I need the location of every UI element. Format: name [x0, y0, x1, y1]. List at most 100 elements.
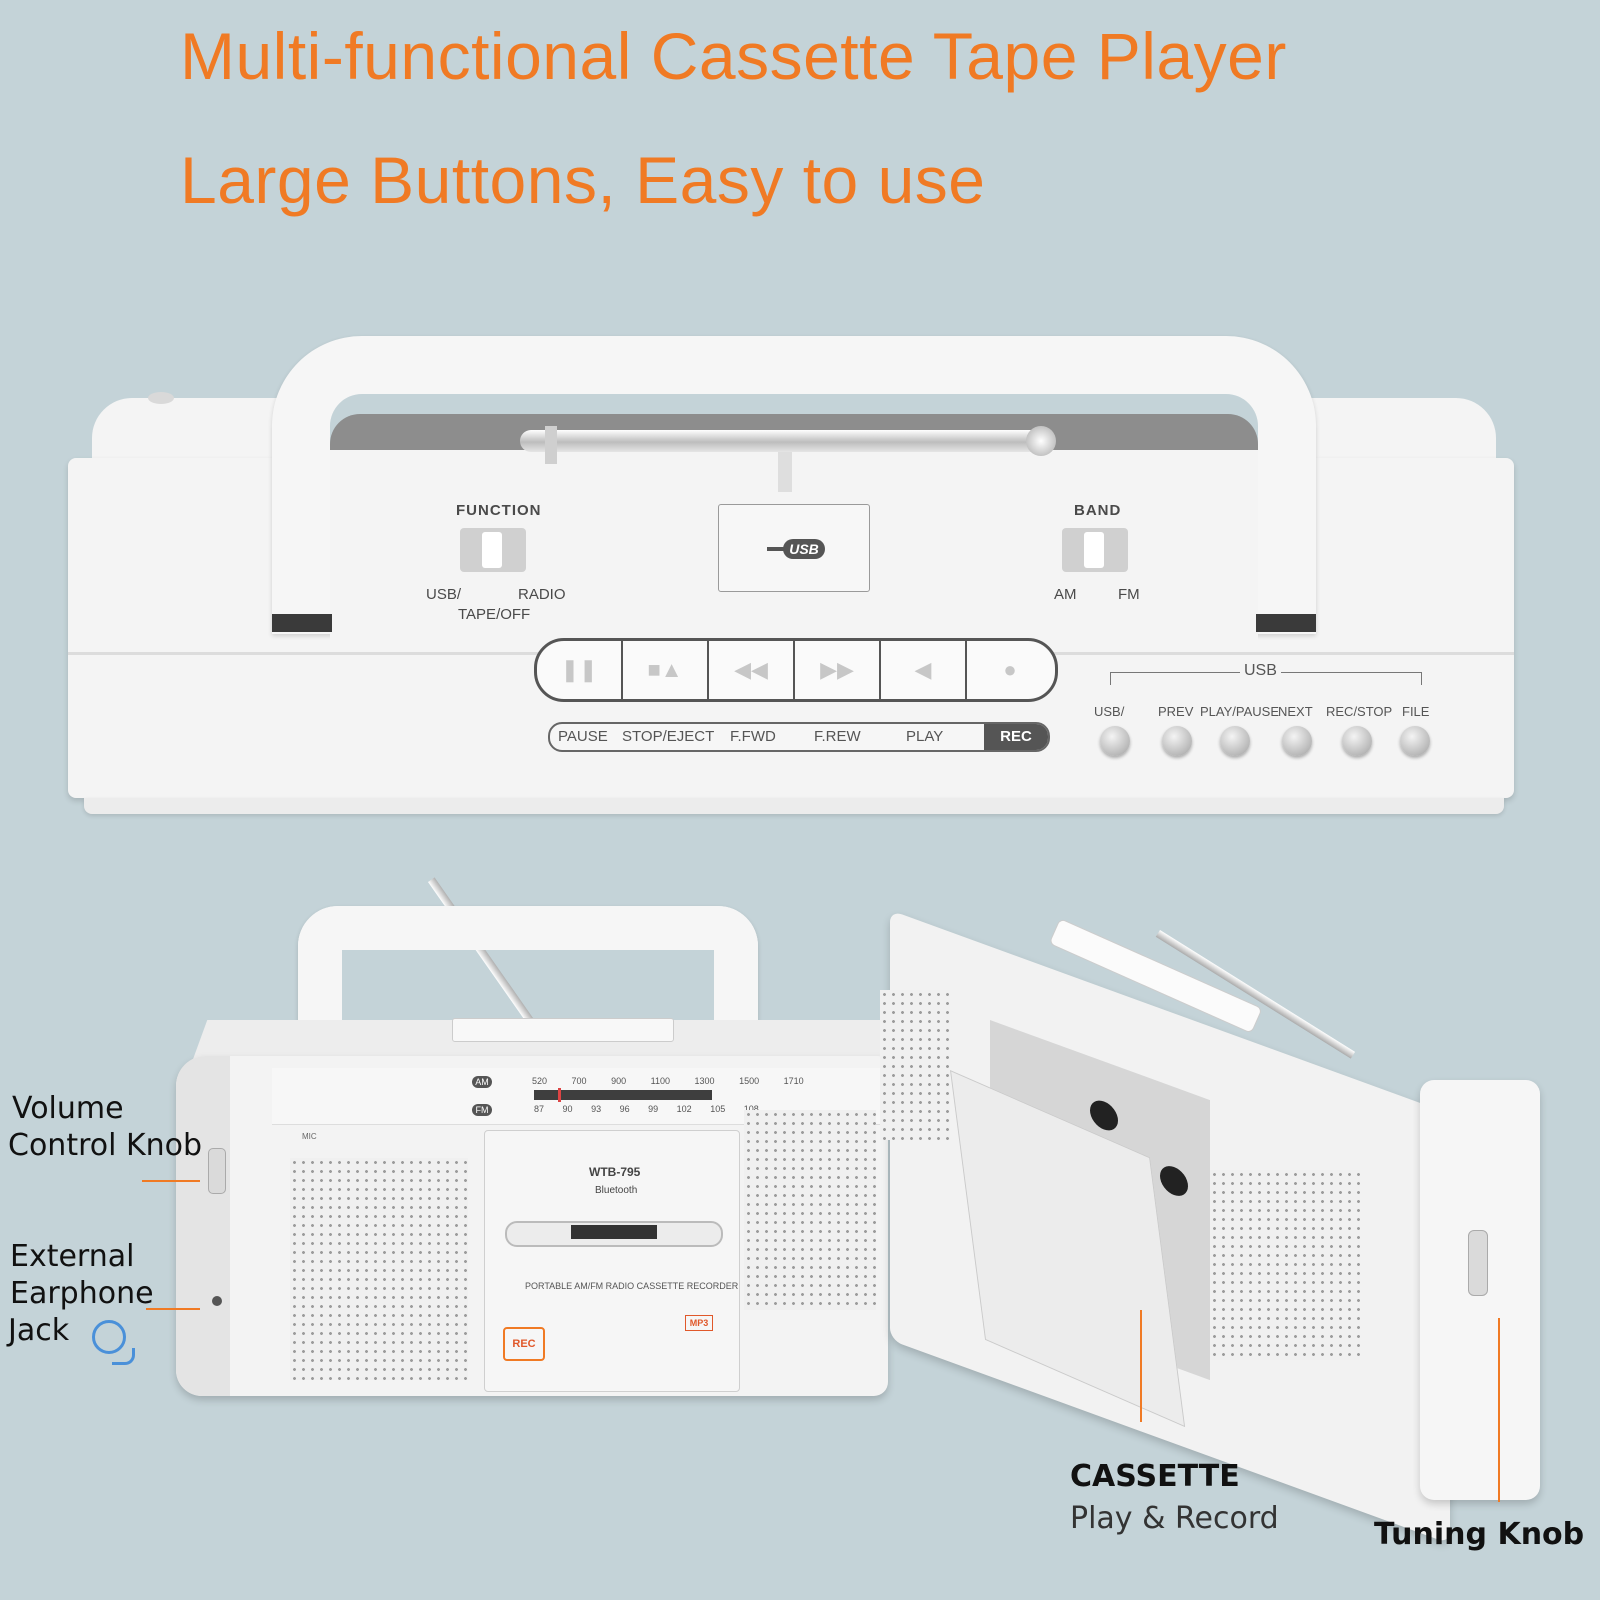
- angled-speaker-grille: [1210, 1170, 1360, 1360]
- rec-badge: REC: [503, 1327, 545, 1361]
- mic-label: MIC: [302, 1132, 317, 1141]
- label-pause: PAUSE: [558, 728, 608, 745]
- angled-left-grille: [880, 990, 950, 1140]
- carry-handle: [272, 336, 1316, 634]
- label-frew: F.REW: [814, 728, 861, 745]
- usb-label-next: NEXT: [1278, 704, 1313, 719]
- callout-tuning-leader: [1498, 1318, 1500, 1502]
- file-knob[interactable]: [1400, 726, 1430, 756]
- prev-knob[interactable]: [1162, 726, 1192, 756]
- front-top-buttons[interactable]: [452, 1018, 674, 1042]
- angled-view-device: [880, 870, 1600, 1544]
- callout-cassette-title: CASSETTE: [1070, 1459, 1240, 1494]
- usb-icon: USB: [783, 539, 825, 559]
- am-scale-2: 900: [611, 1076, 627, 1086]
- model-name: WTB-795: [589, 1165, 641, 1179]
- mp3-badge: MP3: [685, 1315, 713, 1331]
- label-stop-eject: STOP/EJECT: [622, 728, 715, 745]
- band-switch[interactable]: [1062, 528, 1128, 572]
- transport-buttons: ❚❚ ■▲ ◀◀ ▶▶ ◀ ●: [534, 638, 1058, 702]
- usb-bt-knob[interactable]: [1100, 726, 1130, 756]
- fm-badge: FM: [472, 1104, 492, 1116]
- antenna-mount: [778, 452, 792, 492]
- fm-scale-row: 87 90 93 96 99 102 105 108: [534, 1104, 759, 1114]
- cassette-reel-1: [1090, 1096, 1118, 1135]
- usb-label-prev: PREV: [1158, 704, 1194, 719]
- function-switch-slider[interactable]: [482, 532, 502, 568]
- callout-volume-line-2: Control Knob: [8, 1128, 203, 1163]
- callout-cassette-sub: Play & Record: [1070, 1501, 1279, 1536]
- left-speaker-grille: [290, 1158, 468, 1380]
- am-badge: AM: [472, 1076, 492, 1088]
- band-am-label: AM: [1054, 586, 1077, 603]
- usb-label-rec-stop: REC/STOP: [1326, 704, 1393, 719]
- function-switch[interactable]: [460, 528, 526, 572]
- usb-label-file: FILE: [1402, 704, 1430, 719]
- function-option-bottom: TAPE/OFF: [458, 606, 531, 623]
- am-scale-0: 520: [532, 1076, 548, 1086]
- top-view-device: FUNCTION USB/ RADIO TAPE/OFF USB BAND AM…: [0, 330, 1600, 830]
- fm-scale-3: 96: [619, 1104, 630, 1114]
- callout-cassette-leader: [1140, 1310, 1142, 1422]
- fm-scale-6: 105: [710, 1104, 726, 1114]
- fm-scale-5: 102: [676, 1104, 692, 1114]
- am-scale-4: 1300: [694, 1076, 715, 1086]
- earphone-jack[interactable]: [212, 1296, 222, 1306]
- callout-tuning: Tuning Knob: [1374, 1517, 1585, 1552]
- tuning-knob[interactable]: [1468, 1230, 1488, 1296]
- cassette-reel-2: [1160, 1161, 1188, 1201]
- volume-knob[interactable]: [208, 1148, 226, 1194]
- cassette-window-dark: [571, 1225, 657, 1239]
- rewind-button[interactable]: ▶▶: [795, 641, 881, 699]
- fast-forward-button[interactable]: ◀◀: [709, 641, 795, 699]
- callout-volume: Volume Control Knob: [8, 1090, 202, 1164]
- callout-earphone-leader: [146, 1308, 200, 1310]
- transport-label-bar: PAUSE STOP/EJECT F.FWD F.REW PLAY REC: [548, 722, 1050, 752]
- band-switch-slider[interactable]: [1084, 532, 1104, 568]
- label-ffwd: F.FWD: [730, 728, 776, 745]
- next-knob[interactable]: [1282, 726, 1312, 756]
- callout-volume-leader: [142, 1180, 200, 1182]
- am-scale-3: 1100: [650, 1076, 670, 1086]
- tuning-bar: [534, 1090, 712, 1100]
- function-label: FUNCTION: [456, 502, 542, 519]
- record-button[interactable]: ●: [1003, 657, 1017, 682]
- handle-foot-right: [1256, 614, 1316, 632]
- pause-button[interactable]: ❚❚: [537, 641, 623, 699]
- tuning-pointer: [558, 1088, 561, 1102]
- mic-hole: [148, 392, 174, 404]
- cassette-door[interactable]: WTB-795 Bluetooth PORTABLE AM/FM RADIO C…: [484, 1130, 740, 1392]
- play-button[interactable]: ◀: [881, 641, 967, 699]
- band-fm-label: FM: [1118, 586, 1140, 603]
- usb-label-usb-bt: USB/: [1094, 704, 1125, 719]
- antenna: [520, 430, 1054, 452]
- am-scale-6: 1710: [783, 1076, 804, 1086]
- cassette-window: [505, 1221, 723, 1247]
- usb-label-play-pause: PLAY/PAUSE: [1200, 704, 1279, 719]
- callout-earphone-line-3: Jack: [8, 1313, 70, 1348]
- label-rec: REC: [984, 724, 1048, 750]
- callout-earphone-line-2: Earphone: [10, 1276, 154, 1311]
- function-option-left: USB/: [426, 586, 462, 603]
- antenna-hinge: [545, 426, 557, 464]
- function-option-right: RADIO: [518, 586, 566, 603]
- rec-stop-knob[interactable]: [1342, 726, 1372, 756]
- am-scale-row: 520 700 900 1100 1300 1500 1710: [532, 1076, 804, 1086]
- headline-line-1: Multi-functional Cassette Tape Player: [180, 19, 1287, 93]
- usb-icon-stem: [767, 547, 785, 551]
- usb-port-cover[interactable]: USB: [718, 504, 870, 592]
- callout-earphone: External Earphone Jack: [8, 1238, 154, 1349]
- fm-scale-7: 108: [743, 1104, 759, 1114]
- callout-volume-line-1: Volume: [12, 1091, 124, 1126]
- stop-eject-button[interactable]: ■▲: [623, 641, 709, 699]
- fm-scale-0: 87: [534, 1104, 545, 1114]
- headline-line-2: Large Buttons, Easy to use: [180, 143, 986, 217]
- fm-scale-2: 93: [591, 1104, 602, 1114]
- fm-scale-1: 90: [562, 1104, 573, 1114]
- body-bottom-lip: [84, 798, 1504, 814]
- am-scale-1: 700: [571, 1076, 587, 1086]
- earphone-icon-cord: [112, 1348, 135, 1365]
- play-pause-knob[interactable]: [1220, 726, 1250, 756]
- label-play: PLAY: [906, 728, 944, 745]
- band-label: BAND: [1074, 502, 1122, 519]
